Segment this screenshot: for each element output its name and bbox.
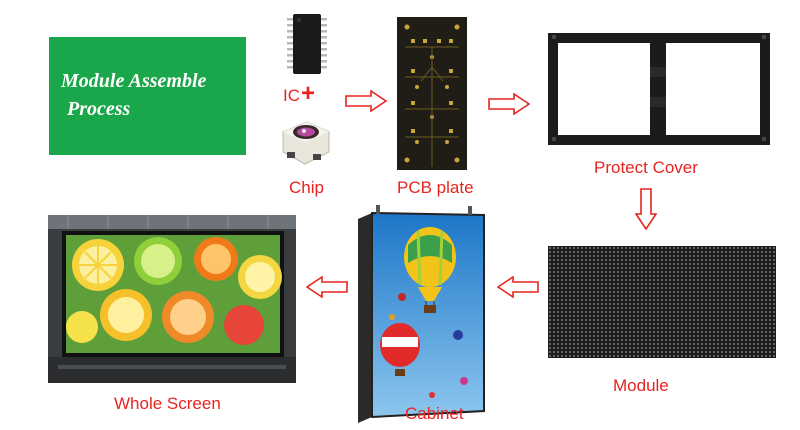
arrow-left-1	[497, 276, 539, 298]
cabinet-image	[358, 205, 488, 425]
led-module-image	[548, 246, 776, 358]
whole-screen-label: Whole Screen	[114, 394, 221, 413]
whole-screen-image	[48, 215, 296, 383]
chip-label: Chip	[289, 178, 324, 197]
led-chip-image	[277, 112, 333, 168]
title-box: Module Assemble Process	[49, 37, 246, 155]
module-label: Module	[613, 376, 669, 395]
arrow-right-1	[345, 90, 387, 112]
arrow-down	[635, 188, 657, 230]
arrow-left-2	[306, 276, 348, 298]
cabinet-label: Cabinet	[405, 404, 464, 423]
ic-chip-image	[287, 14, 327, 76]
protect-cover-image	[546, 31, 772, 147]
title-line-1: Module Assemble	[61, 70, 207, 92]
protect-cover-label: Protect Cover	[594, 158, 698, 177]
arrow-right-2	[488, 93, 530, 115]
ic-label: IC	[283, 86, 300, 105]
plus-sign: +	[301, 80, 316, 107]
pcb-plate-image	[397, 17, 467, 170]
title-line-2: Process	[67, 98, 131, 120]
pcb-plate-label: PCB plate	[397, 178, 474, 197]
